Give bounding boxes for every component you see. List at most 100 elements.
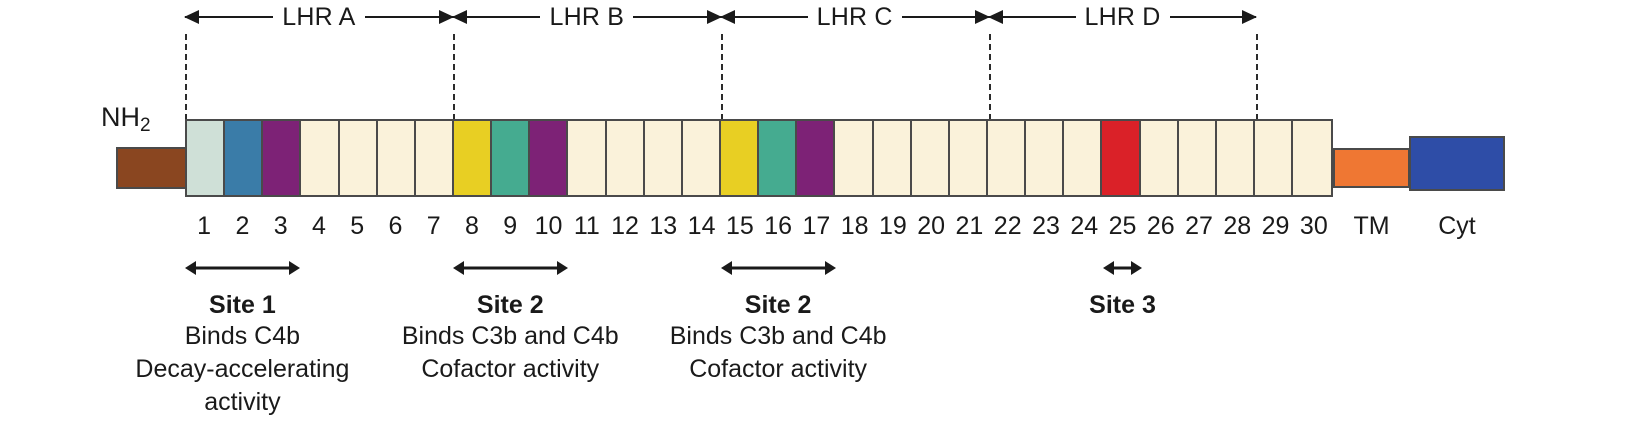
ccp-module-12 xyxy=(606,121,645,195)
site-title: Site 2 xyxy=(476,291,544,319)
ccp-module-8 xyxy=(453,121,493,195)
ccp-module-27 xyxy=(1178,121,1217,195)
ccp-module-21 xyxy=(949,121,988,195)
site-arrow-shaft xyxy=(460,266,560,270)
ccp-module-9 xyxy=(492,121,531,195)
module-number-22: 22 xyxy=(993,212,1022,240)
ccp-module-5 xyxy=(339,121,378,195)
lhr-arrow-left-icon xyxy=(185,16,274,18)
site-description-line: Binds C4b xyxy=(184,322,301,350)
lhr-label: LHR C xyxy=(816,2,893,31)
module-number-13: 13 xyxy=(649,212,678,240)
module-number-1: 1 xyxy=(197,212,212,240)
nh2-subscript: 2 xyxy=(140,115,151,136)
site-arrow-shaft xyxy=(728,266,828,270)
ccp-module-29 xyxy=(1254,121,1294,195)
site-span-arrow-icon xyxy=(185,258,300,278)
ccp-module-11 xyxy=(568,121,607,195)
lhr-label: LHR A xyxy=(282,2,356,31)
module-number-26: 26 xyxy=(1146,212,1175,240)
module-number-29: 29 xyxy=(1261,212,1290,240)
module-number-8: 8 xyxy=(465,212,479,240)
lhr-arrow-right-icon xyxy=(1169,16,1257,18)
site-title: Site 2 xyxy=(744,291,812,319)
lhr-divider-after-module-7 xyxy=(452,34,455,120)
module-number-15: 15 xyxy=(725,212,754,240)
ccp-module-13 xyxy=(644,121,683,195)
site-span-arrow-icon xyxy=(453,258,568,278)
ccp-module-16 xyxy=(759,121,798,195)
ccp-module-24 xyxy=(1064,121,1103,195)
lhr-arrow-right-icon xyxy=(364,16,453,18)
ccp-module-bar xyxy=(185,119,1333,197)
site-description-line: Binds C3b and C4b xyxy=(669,322,887,350)
ccp-module-20 xyxy=(911,121,950,195)
cyt-label: Cyt xyxy=(1438,212,1476,240)
module-number-28: 28 xyxy=(1223,212,1252,240)
module-number-14: 14 xyxy=(687,212,716,240)
ccp-module-2 xyxy=(225,121,264,195)
lhr-region-lhr-a: LHR A xyxy=(185,0,453,34)
site-arrow-shaft xyxy=(1111,266,1134,270)
lhr-label: LHR D xyxy=(1084,2,1161,31)
module-number-3: 3 xyxy=(273,212,288,240)
site-description-line: activity xyxy=(204,388,281,416)
ccp-module-30 xyxy=(1293,121,1332,195)
lhr-region-lhr-b: LHR B xyxy=(452,0,721,34)
module-number-11: 11 xyxy=(573,212,600,240)
ccp-module-10 xyxy=(530,121,569,195)
module-number-2: 2 xyxy=(235,212,250,240)
module-number-6: 6 xyxy=(388,212,403,240)
ccp-module-19 xyxy=(873,121,912,195)
site-span-arrow-icon xyxy=(721,258,836,278)
lhr-divider-after-module-14 xyxy=(720,34,723,120)
module-number-18: 18 xyxy=(840,212,869,240)
n-terminal-stub xyxy=(116,147,188,189)
tm-label: TM xyxy=(1353,212,1390,240)
module-number-16: 16 xyxy=(764,212,793,240)
lhr-region-lhr-c: LHR C xyxy=(720,0,989,34)
module-number-7: 7 xyxy=(426,212,441,240)
module-number-24: 24 xyxy=(1070,212,1099,240)
module-number-10: 10 xyxy=(534,212,563,240)
n-terminus-label: NH2 xyxy=(101,104,151,136)
lhr-divider-after-module-0 xyxy=(185,34,187,120)
transmembrane-segment xyxy=(1333,148,1410,188)
site-description-line: Binds C3b and C4b xyxy=(401,322,619,350)
ccp-module-6 xyxy=(377,121,416,195)
ccp-module-23 xyxy=(1026,121,1065,195)
ccp-module-26 xyxy=(1140,121,1179,195)
lhr-region-lhr-d: LHR D xyxy=(988,0,1257,34)
site-span-arrow-icon xyxy=(1103,258,1141,278)
site-description-line: Decay-accelerating xyxy=(135,355,350,383)
ccp-module-4 xyxy=(301,121,340,195)
ccp-module-25 xyxy=(1102,121,1141,195)
module-number-17: 17 xyxy=(802,212,831,240)
module-number-19: 19 xyxy=(879,212,907,240)
ccp-module-1 xyxy=(187,121,226,195)
module-number-5: 5 xyxy=(350,212,365,240)
site-description-line: Cofactor activity xyxy=(421,355,600,383)
ccp-module-14 xyxy=(682,121,721,195)
site-arrow-shaft xyxy=(192,266,292,270)
cytoplasmic-segment xyxy=(1409,136,1505,191)
lhr-arrow-left-icon xyxy=(988,16,1076,18)
site-title: Site 3 xyxy=(1089,291,1156,319)
module-number-25: 25 xyxy=(1108,212,1137,240)
module-number-27: 27 xyxy=(1185,212,1213,240)
lhr-label: LHR B xyxy=(549,2,625,31)
module-number-12: 12 xyxy=(611,212,639,240)
ccp-module-22 xyxy=(987,121,1027,195)
module-number-21: 21 xyxy=(955,212,984,240)
module-number-23: 23 xyxy=(1032,212,1060,240)
lhr-arrow-left-icon xyxy=(720,16,808,18)
functional-site-4: Site 3 xyxy=(943,258,1303,320)
ccp-module-28 xyxy=(1216,121,1255,195)
module-number-20: 20 xyxy=(917,212,946,240)
module-number-9: 9 xyxy=(503,212,518,240)
lhr-divider-after-module-21 xyxy=(988,34,991,120)
